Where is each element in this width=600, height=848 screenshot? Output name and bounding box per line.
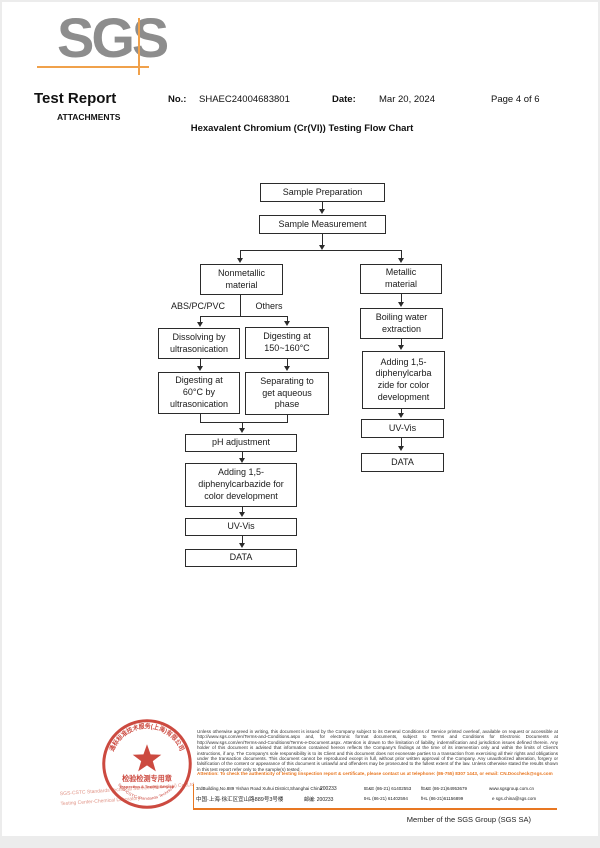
arrowhead-down: [318, 245, 325, 250]
flow-box-nonmetallic-material: Nonmetallic material: [200, 264, 283, 295]
connector-line: [401, 294, 402, 303]
connector-line: [401, 250, 402, 258]
postal-code: 200233: [320, 786, 337, 792]
address-chinese: 中国·上海·徐汇区宜山路889号3号楼: [196, 797, 284, 803]
member-line: Member of the SGS Group (SGS SA): [406, 815, 531, 824]
connector-line: [242, 422, 243, 428]
sgs-logo: SGS: [57, 6, 169, 69]
arrowhead-down: [283, 366, 290, 371]
arrowhead-down: [397, 413, 404, 418]
stamp-english-text: Inspection & Testing Service: [120, 784, 174, 789]
report-no-label: No.:: [168, 94, 187, 105]
stamp-center-text: 检验检测专用章: [122, 774, 172, 783]
flow-box-data-right: DATA: [361, 453, 444, 472]
flow-box-sample-measurement: Sample Measurement: [259, 215, 386, 234]
connector-line: [401, 409, 402, 414]
arrowhead-down: [238, 428, 245, 433]
report-date-value: Mar 20, 2024: [379, 94, 435, 105]
postal-code-chinese: 邮编: 200233: [304, 797, 334, 803]
flow-box-uv-vis-left: UV-Vis: [185, 518, 297, 536]
report-title: Test Report: [34, 90, 117, 107]
flow-box-data-left: DATA: [185, 549, 297, 567]
logo-crosshair-horizontal: [37, 66, 149, 68]
arrowhead-down: [397, 446, 404, 451]
flow-box-adding-diphenylcarbazide-right: Adding 1,5- diphenylcarba zide for color…: [362, 351, 445, 409]
attachments-label: ATTACHMENTS: [57, 112, 121, 122]
flow-box-digesting-150-160: Digesting at 150~160°C: [245, 327, 329, 359]
flow-label-abs-pc-pvc: ABS/PC/PVC: [170, 301, 226, 311]
flow-label-others: Others: [255, 301, 283, 311]
flow-box-separating-aqueous: Separating to get aqueous phase: [245, 372, 329, 415]
stamp-circle: [102, 719, 192, 809]
connector-line: [242, 452, 243, 459]
address-english: 3rdBuilding,No.889 Yishan Road Xuhui Dis…: [196, 786, 323, 791]
footer-rule: [193, 808, 557, 810]
connector-line: [200, 316, 201, 322]
flow-box-ph-adjustment: pH adjustment: [185, 434, 297, 452]
report-page: SGS Test Report No.: SHAEC24004683801 Da…: [2, 2, 598, 836]
telephone-1: tE&E (86-21) 61402553: [364, 786, 412, 791]
arrowhead-down: [397, 302, 404, 307]
connector-line: [401, 339, 402, 346]
page-number: Page 4 of 6: [491, 94, 540, 105]
fax-2: fHL (86-21)61156899: [421, 796, 464, 801]
report-no-value: SHAEC24004683801: [199, 94, 290, 105]
connector-line: [287, 316, 288, 322]
connector-line: [322, 234, 323, 246]
connector-line: [240, 295, 241, 317]
stamp-star-icon: [132, 744, 162, 772]
connector-line: [401, 438, 402, 447]
connector-line: [242, 507, 243, 513]
arrowhead-down: [397, 345, 404, 350]
flow-box-metallic-material: Metallic material: [360, 264, 442, 294]
arrowhead-down: [196, 366, 203, 371]
attention-notice: Attention: To check the authenticity of …: [197, 771, 553, 776]
flow-box-digesting-60: Digesting at 60°C by ultrasonication: [158, 372, 240, 414]
telephone-2: tHL (86-21) 61402594: [364, 796, 408, 801]
connector-line: [200, 359, 201, 367]
website: www.sgsgroup.com.cn: [489, 786, 535, 791]
arrowhead-down: [196, 322, 203, 327]
connector-line: [287, 359, 288, 367]
flow-box-dissolving-ultrasonication: Dissolving by ultrasonication: [158, 328, 240, 359]
connector-line: [240, 250, 401, 251]
connector-line: [240, 250, 241, 258]
email: e sgs.china@sgs.com: [492, 796, 537, 801]
address-divider: [193, 784, 194, 808]
arrowhead-down: [238, 458, 245, 463]
fax-1: fE&E (86-21)64953679: [421, 786, 468, 791]
arrowhead-down: [283, 321, 290, 326]
arrowhead-down: [318, 209, 325, 214]
flow-box-sample-preparation: Sample Preparation: [260, 183, 385, 202]
connector-line: [242, 536, 243, 544]
connector-line: [200, 414, 201, 423]
arrowhead-down: [238, 512, 245, 517]
arrowhead-down: [236, 258, 243, 263]
logo-crosshair-vertical: [138, 18, 140, 75]
connector-line: [322, 202, 323, 210]
flowchart-title: Hexavalent Chromium (Cr(VI)) Testing Flo…: [190, 123, 414, 134]
company-stamp: 通标标准技术服务(上海)有限公司 检验检测专用章 Inspection & Te…: [100, 717, 192, 809]
connector-line: [287, 415, 288, 423]
terms-disclaimer: Unless otherwise agreed in writing, this…: [197, 729, 558, 772]
flow-box-adding-diphenylcarbazide-left: Adding 1,5- diphenylcarbazide for color …: [185, 463, 297, 507]
arrowhead-down: [238, 543, 245, 548]
arrowhead-down: [397, 258, 404, 263]
flow-box-uv-vis-right: UV-Vis: [361, 419, 444, 438]
connector-line: [200, 316, 288, 317]
report-date-label: Date:: [332, 94, 356, 105]
connector-line: [200, 422, 288, 423]
flow-box-boiling-water-extraction: Boiling water extraction: [360, 308, 443, 339]
